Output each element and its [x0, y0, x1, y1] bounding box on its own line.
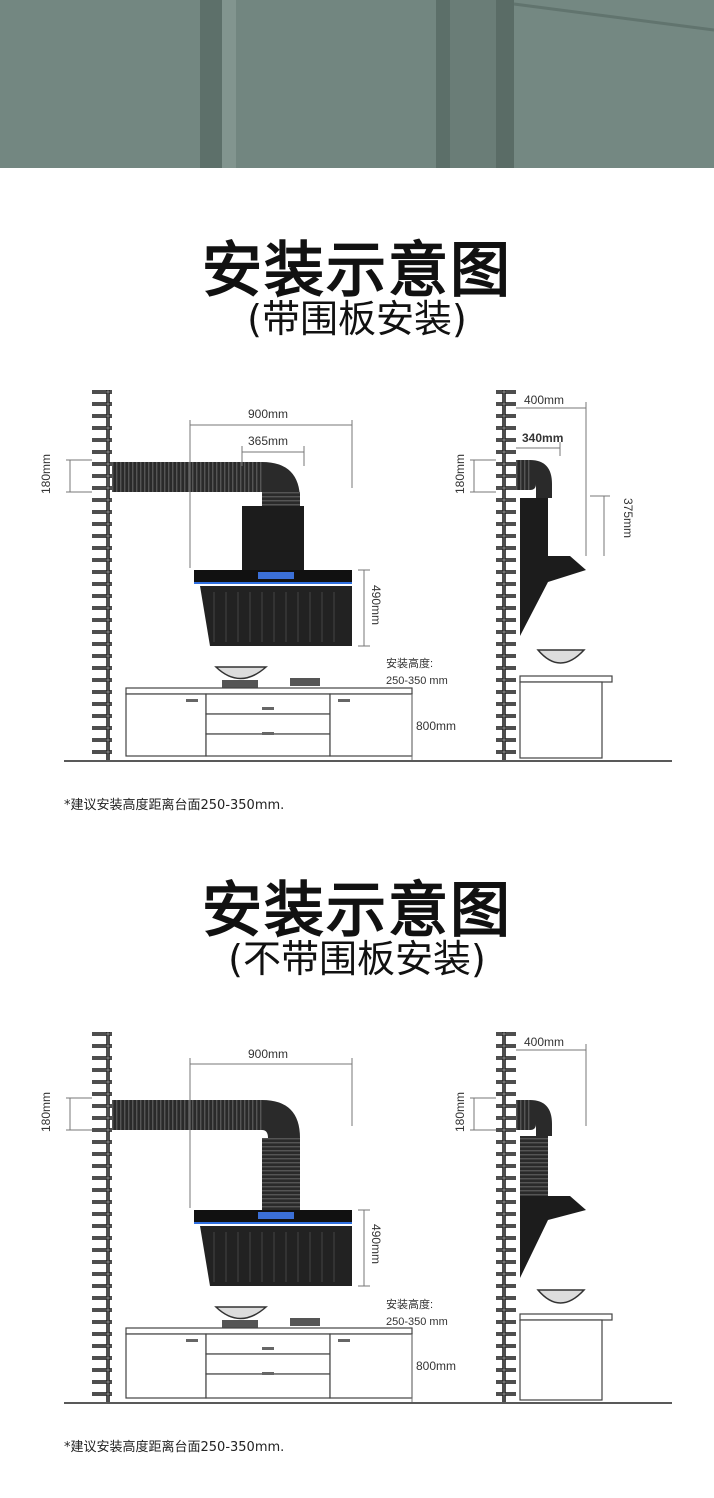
install-height-value: 250-350 mm — [386, 1316, 448, 1328]
side-height-375: 375mm — [621, 498, 635, 538]
section2-diagram: 900mm 180mm 490mm 安装高度: 250-350 mm 800mm… — [0, 1022, 714, 1442]
side-wall — [496, 1032, 516, 1402]
front-width-900: 900mm — [248, 1047, 288, 1061]
hood-duct — [262, 1138, 300, 1210]
section2-front-side-diagram: 900mm 180mm 490mm 安装高度: 250-350 mm 800mm… — [39, 1032, 672, 1404]
section1-title: 安装示意图 — [202, 236, 512, 306]
side-width-340: 340mm — [522, 431, 563, 445]
front-width-900: 900mm — [248, 407, 288, 421]
side-wall — [496, 390, 516, 760]
side-hood-chimney — [520, 498, 548, 558]
section1-front-side-diagram: 900mm 365mm 180mm 490mm 安装高度: 250-350 mm… — [39, 390, 672, 762]
front-height-180: 180mm — [39, 454, 53, 494]
section1-note: *建议安装高度距离台面250-350mm. — [64, 798, 285, 813]
side-hood-body — [520, 556, 586, 636]
cabinet-panels-illustration — [0, 0, 714, 168]
side-width-400: 400mm — [524, 1035, 564, 1049]
front-height-490: 490mm — [369, 1224, 383, 1264]
install-height-label: 安装高度: — [386, 1297, 433, 1311]
side-hood-body — [520, 1196, 586, 1278]
counter-height-800: 800mm — [416, 719, 456, 733]
side-width-400: 400mm — [524, 393, 564, 407]
section2-note: *建议安装高度距离台面250-350mm. — [64, 1440, 285, 1455]
front-height-180: 180mm — [39, 1092, 53, 1132]
front-height-490: 490mm — [369, 585, 383, 625]
front-wall — [92, 390, 112, 760]
side-height-180: 180mm — [453, 454, 467, 494]
install-height-value: 250-350 mm — [386, 675, 448, 687]
front-width-365: 365mm — [248, 434, 288, 448]
counter-height-800: 800mm — [416, 1359, 456, 1373]
hood-body — [200, 1226, 352, 1286]
section1-diagram: 900mm 365mm 180mm 490mm 安装高度: 250-350 mm… — [0, 380, 714, 800]
section2-title: 安装示意图 — [202, 876, 512, 946]
side-duct — [520, 1136, 548, 1196]
install-height-label: 安装高度: — [386, 656, 433, 670]
section1-subtitle: (带围板安装) — [247, 297, 467, 341]
section2-subtitle: (不带围板安装) — [228, 937, 486, 981]
top-banner-image — [0, 0, 714, 168]
front-wall — [92, 1032, 112, 1402]
hood-chimney — [242, 506, 304, 570]
hood-body — [200, 586, 352, 646]
side-height-180: 180mm — [453, 1092, 467, 1132]
